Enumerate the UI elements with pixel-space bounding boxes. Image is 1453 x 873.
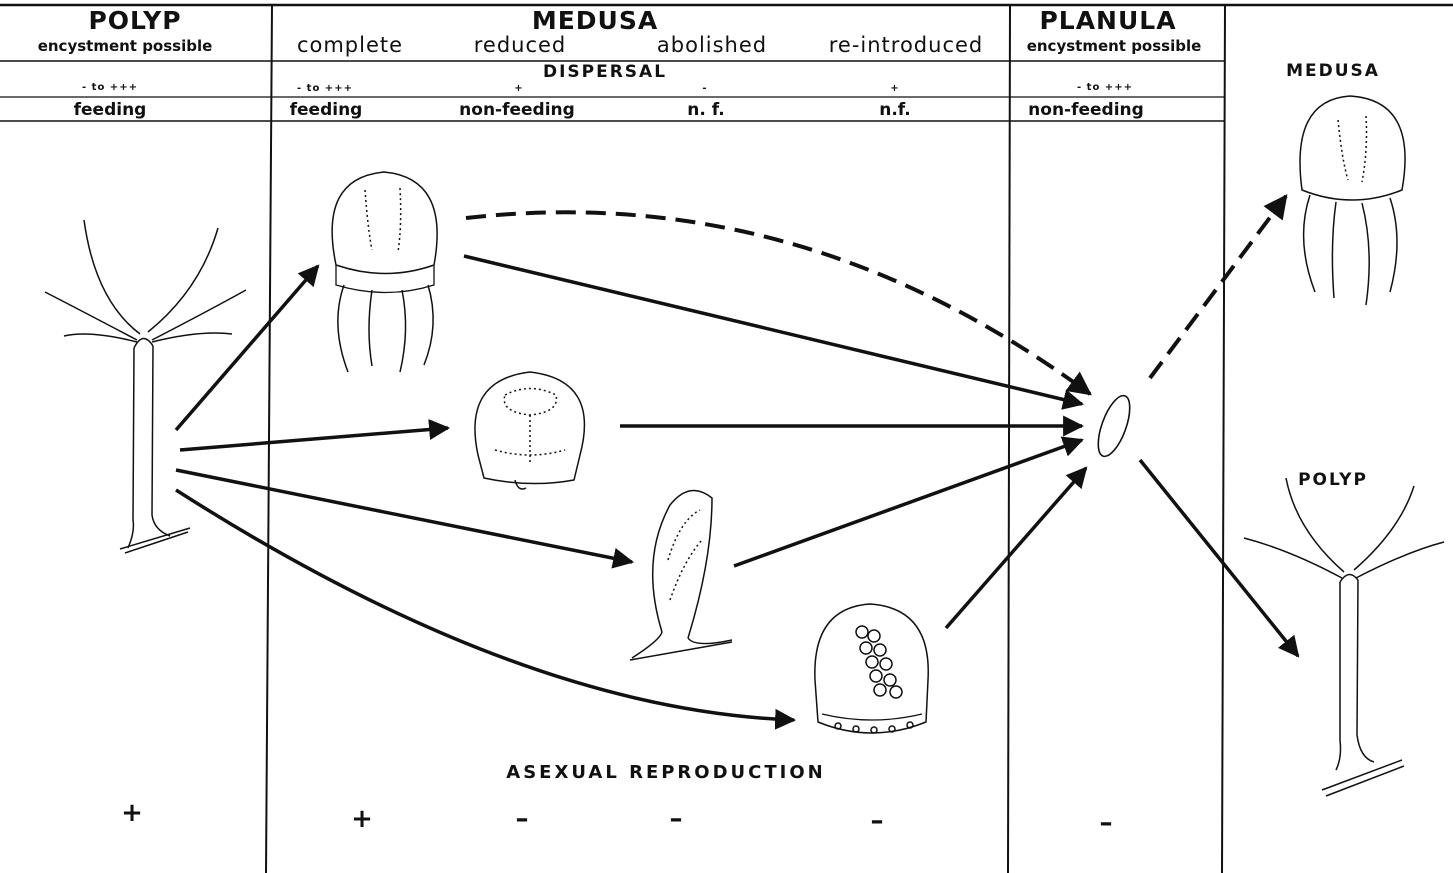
polyp-feeding-label: feeding (74, 102, 147, 119)
medusa-reintroduced-label: re-introduced (829, 35, 984, 56)
side-label-polyp: POLYP (1298, 472, 1368, 489)
medusa-column-title: MEDUSA (532, 8, 658, 33)
arrow-dashed-planula-to-medusa (1150, 196, 1286, 378)
medusa-reduced-drawing (475, 372, 584, 489)
arrow-polyp-to-abolished (176, 470, 632, 562)
arrow-abolished-to-planula (734, 440, 1082, 566)
medusa-reintroduced-drawing (815, 604, 928, 733)
asexual-complete-value: + (351, 806, 373, 832)
medusa-reintroduced-dispersal: + (890, 84, 899, 94)
asexual-reproduction-label: ASEXUAL REPRODUCTION (506, 764, 825, 782)
dispersal-label: DISPERSAL (543, 64, 667, 81)
column-divider-planula (1222, 5, 1225, 873)
table-grid (0, 5, 1453, 873)
planula-dispersal-value: - to +++ (1077, 83, 1133, 93)
medusa-complete-dispersal: - to +++ (297, 84, 353, 94)
arrows (176, 196, 1298, 720)
asexual-planula-value: – (1100, 810, 1113, 836)
medusa-abolished-dispersal: - (702, 84, 707, 94)
medusa-reduced-feeding: non-feeding (459, 102, 575, 119)
arrow-dashed-medusa-to-planula (466, 212, 1090, 394)
planula-feeding-label: non-feeding (1028, 102, 1144, 119)
arrow-polyp-to-complete (176, 266, 318, 430)
polyp-encystment-label: encystment possible (38, 39, 213, 54)
polyp-right-drawing (1244, 478, 1444, 796)
polyp-dispersal-value: - to +++ (82, 83, 138, 93)
asexual-reintroduced-value: – (871, 808, 884, 834)
planula-column-title: PLANULA (1039, 8, 1176, 33)
side-label-medusa: MEDUSA (1286, 63, 1380, 80)
medusa-complete-drawing (332, 172, 437, 372)
medusa-complete-label: complete (297, 35, 403, 56)
asexual-reduced-value: – (516, 806, 529, 832)
medusa-reduced-label: reduced (474, 35, 567, 56)
medusa-reintroduced-feeding: n.f. (879, 102, 911, 119)
medusa-complete-feeding: feeding (290, 102, 363, 119)
polyp-column-title: POLYP (88, 8, 181, 33)
asexual-polyp-value: + (121, 800, 143, 826)
medusa-reduced-dispersal: + (514, 84, 523, 94)
medusa-abolished-label: abolished (657, 35, 767, 56)
medusa-abolished-drawing (630, 490, 732, 660)
asexual-abolished-value: – (670, 806, 683, 832)
arrow-polyp-to-reduced (180, 428, 448, 450)
column-divider-medusa (1008, 5, 1010, 873)
eggs-cluster (856, 626, 902, 698)
medusa-right-drawing (1300, 96, 1405, 305)
medusa-abolished-feeding: n. f. (687, 102, 724, 119)
arrow-planula-to-polyp (1140, 460, 1298, 656)
planula-drawing (1092, 392, 1136, 460)
column-divider-polyp (266, 5, 272, 873)
arrow-reintroduced-to-planula (946, 468, 1086, 628)
planula-encystment-label: encystment possible (1027, 39, 1202, 54)
